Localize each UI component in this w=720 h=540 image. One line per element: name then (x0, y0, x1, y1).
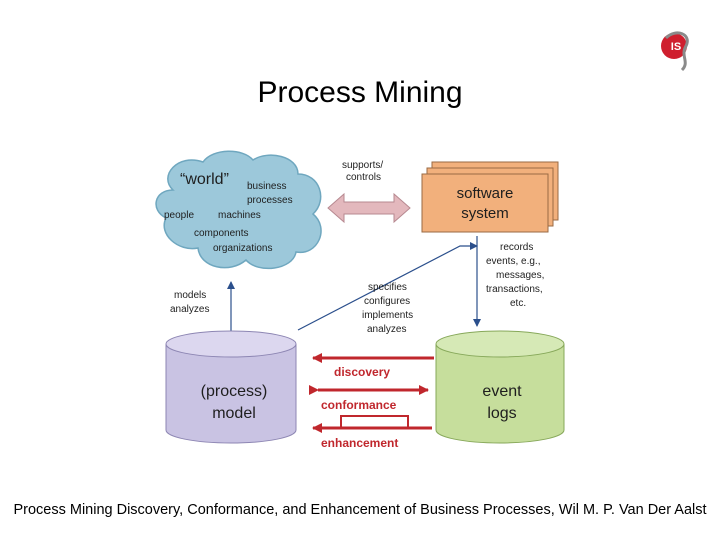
slide-footer: Process Mining Discovery, Conformance, a… (13, 502, 707, 518)
world-machines: machines (218, 210, 261, 221)
specifies-line-3: implements (362, 310, 413, 321)
analyzes-label: analyzes (170, 304, 209, 315)
enhancement-label: enhancement (321, 436, 398, 450)
specifies-line-1: specifies (368, 282, 407, 293)
world-cloud: “world” business processes people machin… (155, 150, 322, 270)
specifies-line-4: analyzes (367, 324, 406, 335)
world-title: “world” (180, 171, 229, 188)
supports-label: supports/ (342, 160, 383, 171)
process-model-line-2: model (212, 405, 256, 422)
process-model-line-1: (process) (201, 383, 268, 400)
records-line-5: etc. (510, 298, 526, 309)
software-system-stack: software system (421, 161, 559, 233)
world-processes: processes (247, 195, 293, 206)
records-line-2: events, e.g., (486, 256, 540, 267)
supports-double-arrow (327, 192, 411, 224)
university-logo-icon: IS (661, 31, 689, 72)
event-logs-cylinder: event logs (435, 330, 565, 444)
world-business: business (247, 181, 286, 192)
specifies-arrow (297, 242, 478, 331)
controls-label: controls (346, 172, 381, 183)
process-model-cylinder: (process) model (165, 330, 297, 444)
world-components: components (194, 228, 248, 239)
world-people: people (164, 210, 194, 221)
event-logs-line-2: logs (487, 405, 516, 422)
world-organizations: organizations (213, 243, 272, 254)
discovery-label: discovery (334, 365, 390, 379)
models-label: models (174, 290, 206, 301)
conformance-label: conformance (321, 398, 397, 412)
system-label: system (461, 205, 509, 222)
records-line-3: messages, (496, 270, 544, 281)
enhancement-bracket (340, 415, 409, 428)
process-mining-diagram: “world” business processes people machin… (155, 150, 565, 450)
software-label: software (457, 185, 514, 202)
specifies-line-2: configures (364, 296, 410, 307)
slide-title: Process Mining (257, 76, 463, 109)
records-line-4: transactions, (486, 284, 543, 295)
logo-text: IS (671, 41, 681, 53)
event-logs-line-1: event (482, 383, 522, 400)
records-line-1: records (500, 242, 533, 253)
